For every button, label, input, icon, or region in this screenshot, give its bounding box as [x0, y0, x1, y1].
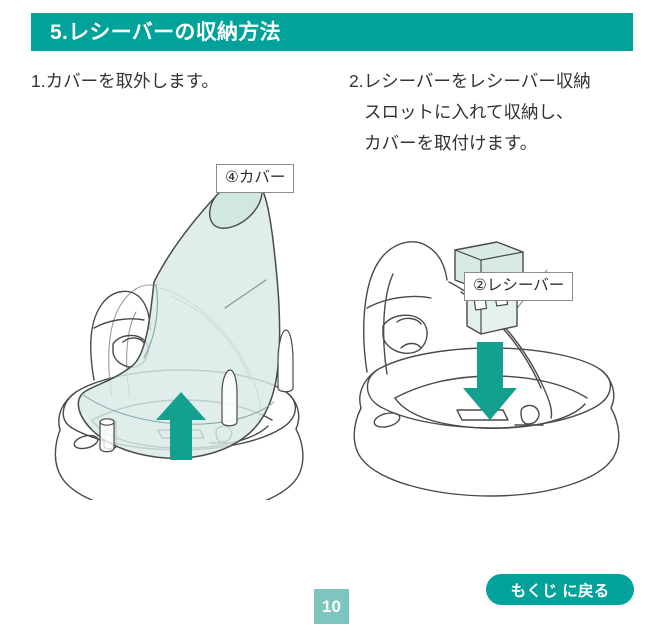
callout-cover: ④カバー	[216, 164, 295, 193]
page-title: 5.レシーバーの収納方法	[50, 20, 281, 44]
receiver-storage-slot	[456, 409, 509, 421]
cover-latch-knob	[520, 404, 540, 425]
arrow-down-icon	[463, 342, 517, 420]
step-2-line-1: 2.レシーバーをレシーバー収納	[349, 71, 591, 91]
arrow-up-icon	[156, 392, 206, 460]
mouse-base-bottom-outline	[54, 428, 304, 500]
cover-rib-center	[221, 369, 238, 427]
thumb-button-ellipse	[382, 314, 428, 354]
side-port-oval	[73, 434, 99, 450]
step-2-line-3: カバーを取付けます。	[364, 133, 538, 153]
cover-rib-left	[99, 421, 115, 453]
mouse-body-left-contour	[108, 284, 157, 397]
cover-rib-left-top	[99, 418, 115, 426]
section-header: 5.レシーバーの収納方法	[31, 13, 633, 51]
cover-rib-right	[277, 329, 294, 393]
step-2-instruction: 2.レシーバーをレシーバー収納 スロットに入れて収納し、 カバーを取付けます。	[349, 66, 591, 159]
mouse-body-seam	[366, 295, 432, 309]
side-port-oval	[373, 412, 401, 428]
mouse-body-left-outline	[363, 241, 448, 373]
compartment-front-edge	[394, 397, 586, 429]
cover-inner-fold	[143, 283, 159, 359]
thumb-button-lower	[400, 342, 422, 349]
mouse-thumb-rest-outline	[90, 290, 151, 381]
mouse-thumb-rest-seam	[93, 318, 145, 329]
callout-receiver: ②レシーバー	[464, 272, 574, 301]
mouse-body-left-outline-inner	[382, 273, 394, 375]
mouse-base-bottom-outline	[353, 407, 620, 497]
thumb-button-inner	[396, 317, 422, 325]
back-to-index-button[interactable]: もくじ に戻る	[486, 574, 634, 605]
thumb-button-inner	[122, 337, 145, 344]
step-1-line-1: 1.カバーを取外します。	[31, 71, 219, 91]
step-1-instruction: 1.カバーを取外します。	[31, 66, 219, 97]
page-number-badge: 10	[314, 589, 349, 624]
step-2-line-2: スロットに入れて収納し、	[364, 102, 574, 122]
cover-callout-leader-line	[224, 279, 267, 309]
